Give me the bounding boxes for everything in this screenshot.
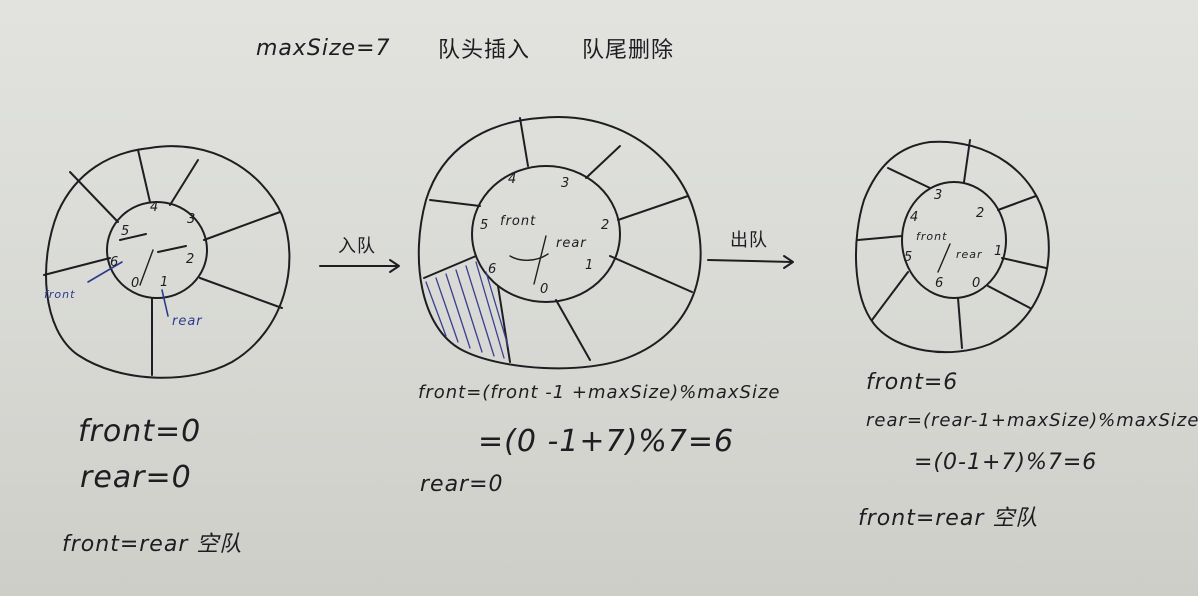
slot-5-d1: 5 xyxy=(121,224,131,239)
divider-2g xyxy=(423,255,477,279)
slot-2-d2: 2 xyxy=(601,218,611,233)
divider-3f xyxy=(957,297,963,349)
divider-1b xyxy=(169,159,199,206)
arrow-1 xyxy=(319,259,400,273)
divider-3g xyxy=(871,271,909,321)
slot-3-d3: 3 xyxy=(934,188,944,203)
d3-line-1: front=6 xyxy=(866,370,959,395)
divider-1a xyxy=(137,149,151,203)
d2-line-3: rear=0 xyxy=(420,472,504,497)
rear-pointer-label-d3: rear xyxy=(956,248,983,261)
divider-3a xyxy=(887,167,931,189)
d3-line-4: front=rear 空队 xyxy=(858,506,1039,531)
slot-0-d2: 0 xyxy=(540,282,550,297)
slot-5-d3: 5 xyxy=(904,250,914,265)
slot-6-d2: 6 xyxy=(488,262,498,277)
slot-3-d2: 3 xyxy=(561,176,571,191)
divider-2d xyxy=(609,255,693,293)
d1-line-3: front=rear 空队 xyxy=(62,532,243,557)
slot-2-d3: 2 xyxy=(976,206,986,221)
divider-3c xyxy=(997,195,1037,211)
d1-line-1: front=0 xyxy=(78,414,202,449)
rear-pointer-label-d2: rear xyxy=(556,236,587,251)
slot-6-d1: 6 xyxy=(110,255,120,270)
insert-label: 队头插入 xyxy=(438,38,531,63)
divider-2e xyxy=(555,299,591,361)
front-pointer-label-d1: front xyxy=(44,288,76,301)
slot-3-d1: 3 xyxy=(187,212,197,227)
slot-6-d3: 6 xyxy=(935,276,945,291)
d1-line-2: rear=0 xyxy=(80,460,192,495)
divider-2f xyxy=(497,285,511,363)
front-pointer-label-d2: front xyxy=(500,214,537,229)
divider-1f xyxy=(43,257,111,276)
slot-4-d2: 4 xyxy=(508,172,518,187)
outer-ring-3 xyxy=(854,140,1050,354)
d3-line-3: =(0-1+7)%7=6 xyxy=(914,450,1098,475)
divider-1c xyxy=(203,211,281,241)
pointer-front-3 xyxy=(937,243,951,273)
slot-0-d1: 0 xyxy=(131,276,141,291)
arrow-2 xyxy=(707,255,794,269)
front-pointer-label-d3: front xyxy=(916,230,948,243)
slot-0-d3: 0 xyxy=(972,276,982,291)
slot-4-d1: 4 xyxy=(150,200,160,215)
divider-2h xyxy=(429,199,481,207)
pointer-front-1 xyxy=(87,261,123,283)
rear-pointer-label-d1: rear xyxy=(172,314,203,329)
scribble-1a xyxy=(119,233,147,241)
outer-ring-2 xyxy=(417,116,702,370)
inner-ring-1 xyxy=(106,201,208,299)
delete-label: 队尾删除 xyxy=(582,38,675,63)
d2-line-1: front=(front -1 +maxSize)%maxSize xyxy=(418,382,781,403)
pointer-rear-1 xyxy=(161,289,169,317)
divider-1g xyxy=(69,171,119,223)
circular-queue-2 xyxy=(417,116,702,370)
inner-ring-2 xyxy=(471,165,621,303)
pointer-front-2 xyxy=(533,235,547,285)
divider-3b xyxy=(963,139,971,183)
scribble-1b xyxy=(157,245,187,253)
slot-1-d2: 1 xyxy=(585,258,595,273)
slot-1-d1: 1 xyxy=(160,275,170,290)
circular-queue-3 xyxy=(854,139,1050,354)
divider-3e xyxy=(987,285,1031,309)
slot-2-d1: 2 xyxy=(186,252,196,267)
hatched-slot xyxy=(425,261,509,359)
divider-2c xyxy=(617,195,689,221)
pointer-curve-2 xyxy=(509,253,549,261)
divider-1d xyxy=(199,277,283,309)
divider-3d xyxy=(1001,257,1047,269)
inner-ring-3 xyxy=(901,181,1007,299)
circular-queue-1 xyxy=(43,145,291,379)
slot-1-d3: 1 xyxy=(994,244,1004,259)
slot-5-d2: 5 xyxy=(480,218,490,233)
enqueue-label: 入队 xyxy=(338,236,376,257)
d3-line-2: rear=(rear-1+maxSize)%maxSize xyxy=(866,410,1198,431)
pointer-center-1 xyxy=(139,249,154,286)
slot-4-d3: 4 xyxy=(910,210,920,225)
dequeue-label: 出队 xyxy=(730,230,768,251)
divider-2b xyxy=(585,145,621,179)
divider-3h xyxy=(857,235,903,241)
outer-ring-1 xyxy=(45,145,291,379)
divider-2a xyxy=(519,117,529,167)
maxsize-label: maxSize=7 xyxy=(256,36,391,61)
d2-line-2: =(0 -1+7)%7=6 xyxy=(478,424,735,459)
